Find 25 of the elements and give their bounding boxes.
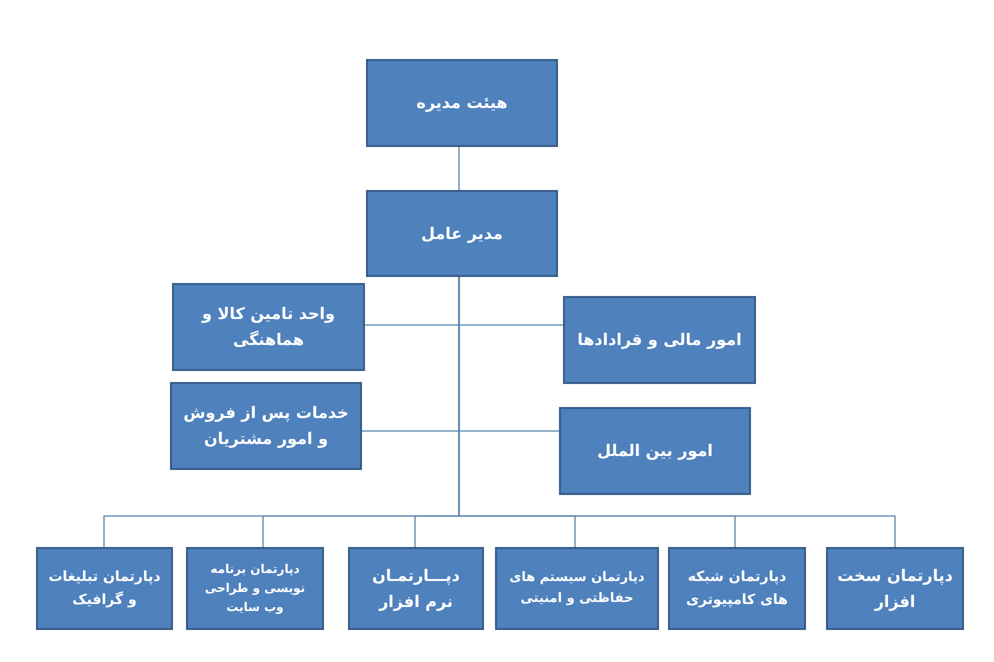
box-label: واحد تامین کالا و هماهنگی <box>200 303 336 351</box>
box-label: امور بین الملل <box>596 440 714 462</box>
box-label: خدمات پس از فروش و امور مشتریان <box>182 402 350 450</box>
org-box <box>348 547 484 630</box>
box-label: دپـــارتمـان نرم افزار <box>371 564 461 613</box>
org-box <box>186 547 324 630</box>
box-label: مدیر عامل <box>420 222 504 245</box>
org-box <box>172 283 365 371</box>
box-label: دپارتمان سیستم های حفاظتی و امنیتی <box>508 568 646 608</box>
org-box <box>563 296 756 384</box>
box-label: امور مالی و قرادادها <box>576 329 743 352</box>
box-label: هیئت مدیره <box>415 92 509 114</box>
org-box <box>559 407 751 495</box>
connector-line <box>458 147 460 190</box>
box-label: دپارتمان برنامه نویسی و طراحی وب سایت <box>204 560 306 616</box>
box-label: دپارتمان سخت افزار <box>836 564 954 613</box>
org-box <box>366 59 558 147</box>
org-box <box>495 547 659 630</box>
box-label: دپارتمان تبلیغات و گرافیک <box>47 568 162 610</box>
org-box <box>668 547 806 630</box>
box-label: دپارتمان شبکه های کامپیوتری <box>685 568 789 610</box>
org-box <box>36 547 173 630</box>
org-box <box>826 547 964 630</box>
org-box <box>366 190 558 277</box>
org-box <box>170 382 362 470</box>
